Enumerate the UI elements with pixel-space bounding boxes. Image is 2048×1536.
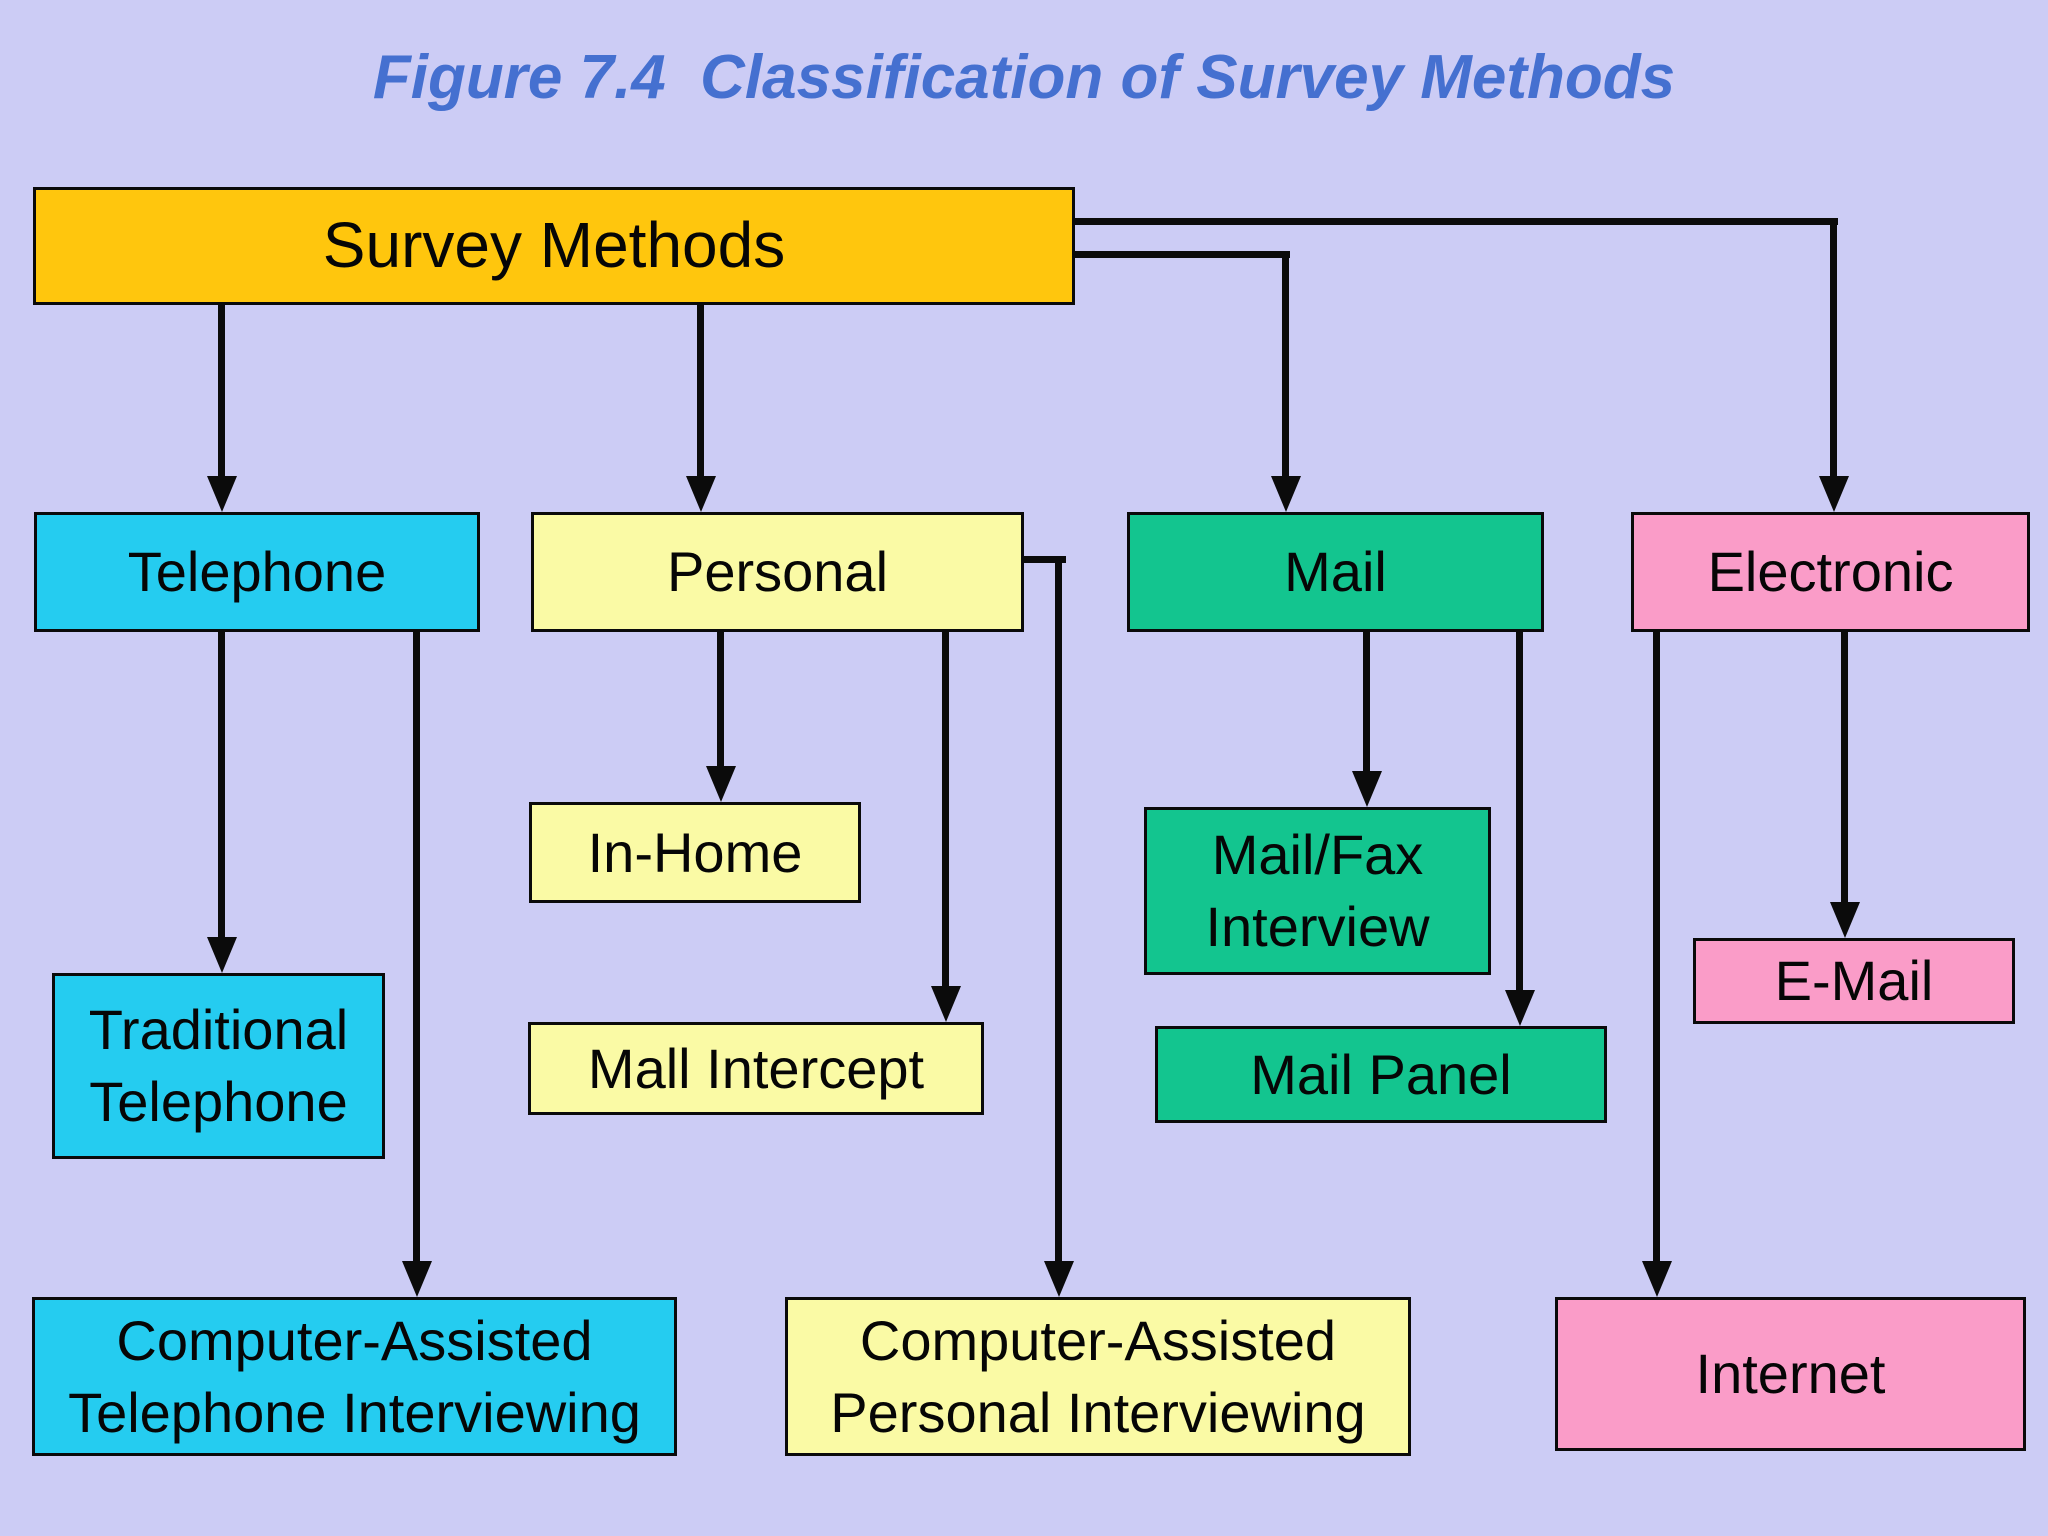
arrowhead-email (1830, 902, 1860, 938)
arrowhead-mall-intercept (931, 986, 961, 1022)
arrowhead-personal (686, 476, 716, 512)
connector-mail-to-mail-panel (1516, 632, 1523, 992)
connector-survey-to-telephone (218, 305, 225, 478)
connector-survey-to-mail-vertical (1282, 251, 1289, 478)
node-mail-fax-interview: Mail/Fax Interview (1144, 807, 1491, 975)
node-computer-assisted-personal-interviewing: Computer-Assisted Personal Interviewing (785, 1297, 1411, 1456)
node-computer-assisted-telephone-interviewing: Computer-Assisted Telephone Interviewing (32, 1297, 677, 1456)
connector-survey-to-electronic-horizontal (1075, 218, 1838, 225)
connector-telephone-to-cati (413, 632, 420, 1263)
node-traditional-telephone: Traditional Telephone (52, 973, 385, 1159)
arrowhead-mail (1271, 476, 1301, 512)
connector-survey-to-electronic-vertical (1830, 218, 1837, 478)
arrowhead-mail-fax (1352, 771, 1382, 807)
node-telephone: Telephone (34, 512, 480, 632)
node-electronic: Electronic (1631, 512, 2030, 632)
node-internet: Internet (1555, 1297, 2026, 1451)
connector-survey-to-personal (697, 305, 704, 478)
node-mail-panel: Mail Panel (1155, 1026, 1607, 1123)
node-mall-intercept: Mall Intercept (528, 1022, 984, 1115)
node-mail: Mail (1127, 512, 1544, 632)
connector-mail-to-mail-fax (1363, 632, 1370, 773)
connector-electronic-to-internet (1653, 632, 1660, 1263)
arrowhead-mail-panel (1505, 990, 1535, 1026)
connector-electronic-to-email (1841, 632, 1848, 904)
connector-telephone-to-traditional (218, 632, 225, 939)
figure-title: Figure 7.4 Classification of Survey Meth… (372, 43, 1676, 112)
connector-personal-to-capi-vertical (1055, 556, 1062, 1263)
node-in-home: In-Home (529, 802, 861, 903)
connector-personal-to-mall-intercept (942, 632, 949, 988)
arrowhead-in-home (706, 766, 736, 802)
arrowhead-traditional-telephone (207, 937, 237, 973)
node-personal: Personal (531, 512, 1024, 632)
arrowhead-electronic (1819, 476, 1849, 512)
node-e-mail: E-Mail (1693, 938, 2015, 1024)
arrowhead-capi (1044, 1261, 1074, 1297)
connector-personal-to-capi-horizontal (1024, 556, 1066, 563)
arrowhead-internet (1642, 1261, 1672, 1297)
node-survey-methods: Survey Methods (33, 187, 1075, 305)
connector-survey-to-mail-horizontal (1075, 251, 1290, 258)
arrowhead-telephone (207, 476, 237, 512)
arrowhead-cati (402, 1261, 432, 1297)
connector-personal-to-in-home (717, 632, 724, 768)
